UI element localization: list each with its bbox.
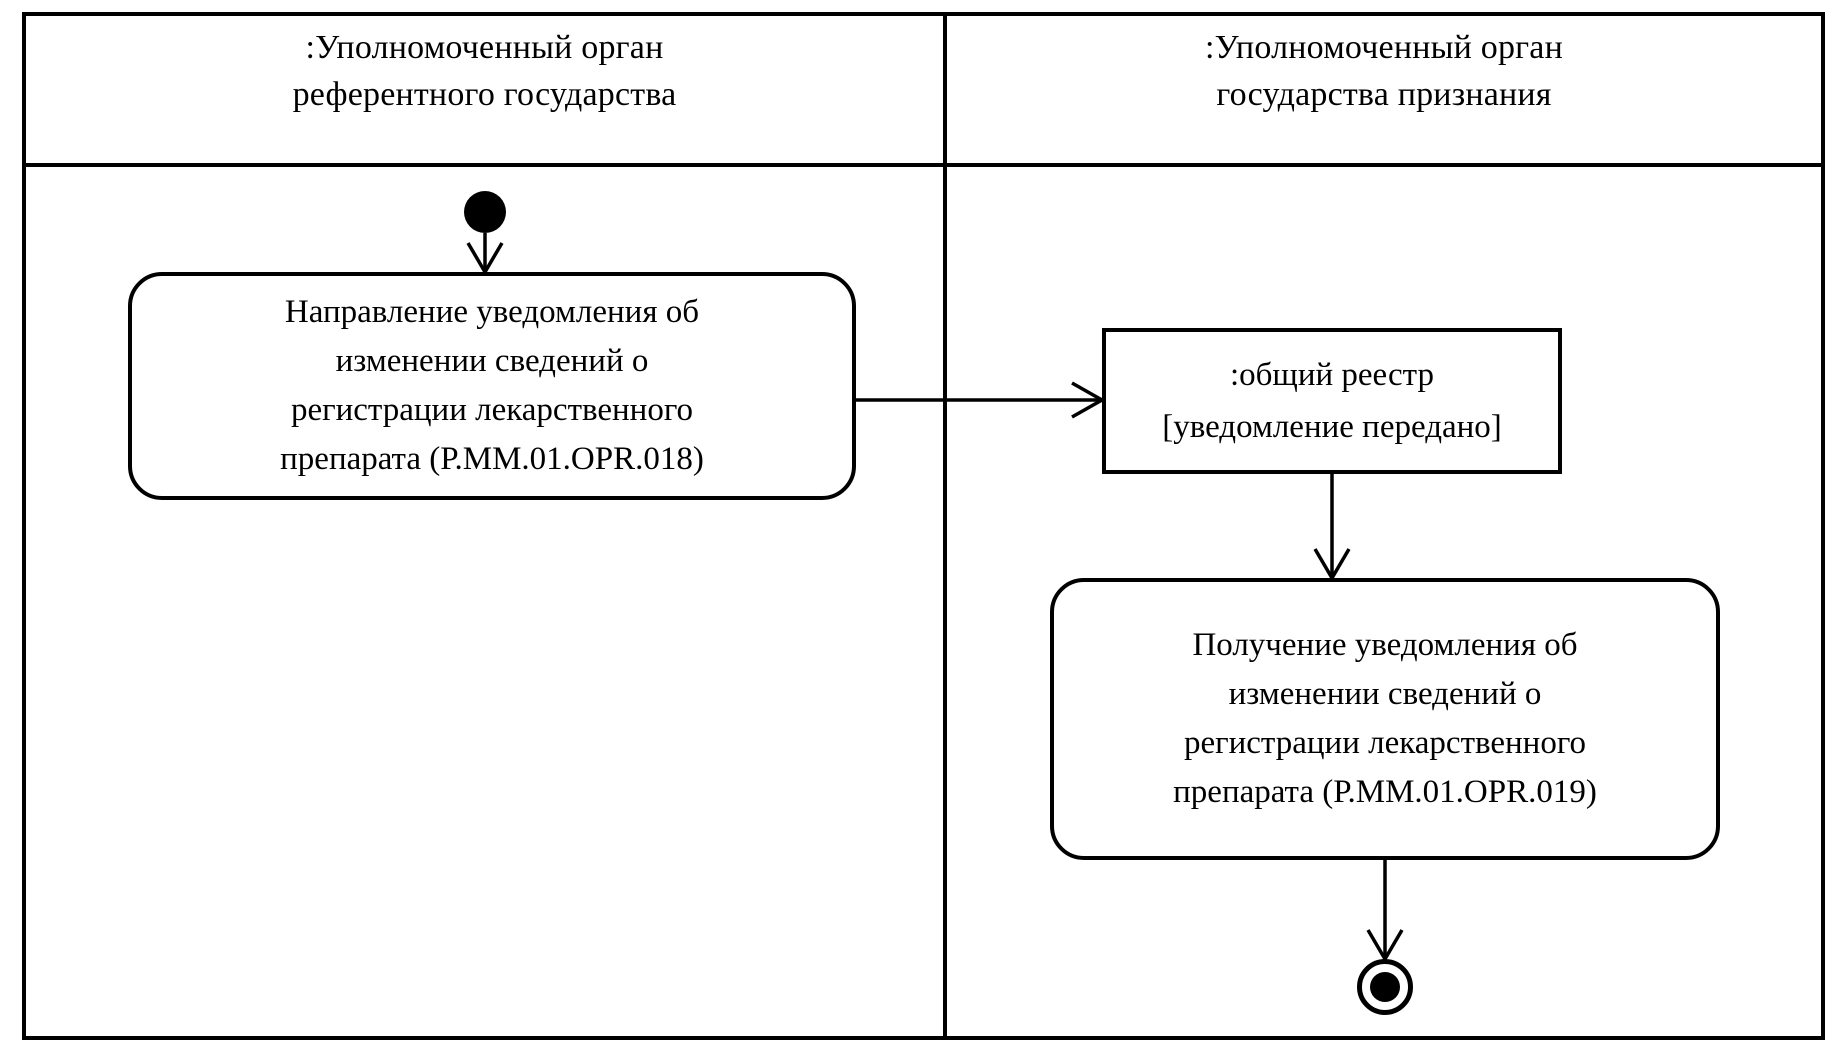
swimlane-header-divider xyxy=(22,163,1825,167)
action-node-send-notification[interactable]: Направление уведомления об изменении све… xyxy=(128,272,856,500)
swimlane-header-reference-state: :Уполномоченный орган референтного госуд… xyxy=(292,29,677,113)
swimlane-header-recognition-state: :Уполномоченный орган государства призна… xyxy=(1205,29,1563,113)
initial-node[interactable] xyxy=(464,191,506,233)
activity-final-node[interactable] xyxy=(1357,959,1413,1015)
swimlane-vertical-divider xyxy=(943,12,947,1040)
swimlane-frame xyxy=(22,12,1825,1040)
action-node-receive-notification[interactable]: Получение уведомления об изменении сведе… xyxy=(1050,578,1720,860)
object-node-common-registry[interactable]: :общий реестр [уведомление передано] xyxy=(1102,328,1562,474)
